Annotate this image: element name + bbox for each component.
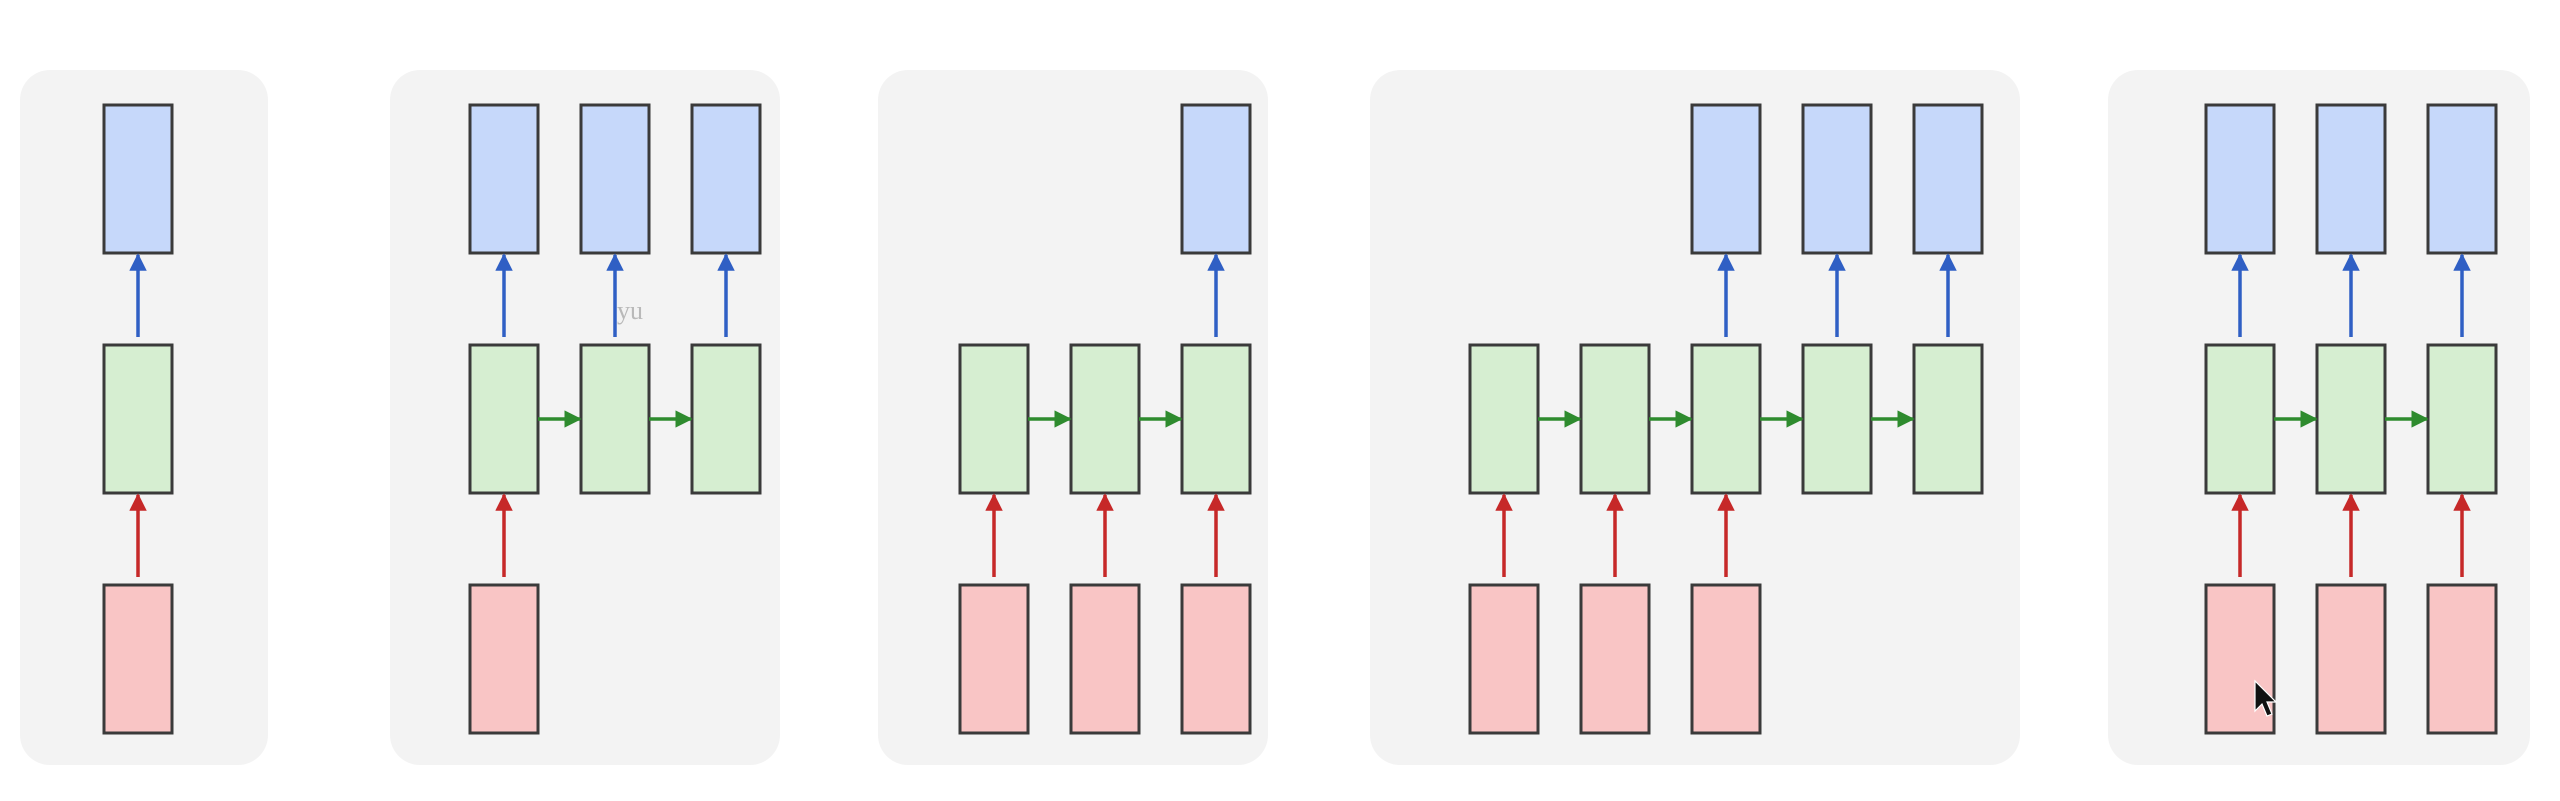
output-box: [1912, 103, 1984, 255]
hidden-state-box: [2204, 343, 2276, 495]
input-box: [1690, 583, 1762, 735]
input-box: [1069, 583, 1141, 735]
input-box: [1180, 583, 1252, 735]
hidden-state-box: [2426, 343, 2498, 495]
hidden-state-box: [2315, 343, 2387, 495]
input-box: [2426, 583, 2498, 735]
output-box: [1180, 103, 1252, 255]
output-box: [102, 103, 174, 255]
input-box: [2315, 583, 2387, 735]
hidden-state-box: [1912, 343, 1984, 495]
output-box: [1690, 103, 1762, 255]
output-box: [2204, 103, 2276, 255]
panel-one-to-many: [390, 70, 780, 765]
hidden-state-box: [102, 343, 174, 495]
mouse-cursor-icon: [2254, 679, 2278, 717]
input-box: [1579, 583, 1651, 735]
handwritten-annotation: yu: [617, 296, 643, 325]
panel-many-to-many-delayed: [1370, 70, 2020, 765]
hidden-state-box: [468, 343, 540, 495]
hidden-state-box: [579, 343, 651, 495]
output-box: [2315, 103, 2387, 255]
hidden-state-box: [1690, 343, 1762, 495]
hidden-state-box: [1468, 343, 1540, 495]
panel-many-to-one: [878, 70, 1268, 765]
input-box: [468, 583, 540, 735]
panel-one-to-one: [20, 70, 268, 765]
output-box: [468, 103, 540, 255]
input-box: [958, 583, 1030, 735]
hidden-state-box: [1069, 343, 1141, 495]
hidden-state-box: [1801, 343, 1873, 495]
panel-many-to-many-synced: [2108, 70, 2530, 765]
hidden-state-box: [690, 343, 762, 495]
output-box: [690, 103, 762, 255]
output-box: [1801, 103, 1873, 255]
output-box: [579, 103, 651, 255]
input-box: [102, 583, 174, 735]
hidden-state-box: [958, 343, 1030, 495]
input-box: [1468, 583, 1540, 735]
output-box: [2426, 103, 2498, 255]
input-box: [2204, 583, 2276, 735]
hidden-state-box: [1180, 343, 1252, 495]
hidden-state-box: [1579, 343, 1651, 495]
